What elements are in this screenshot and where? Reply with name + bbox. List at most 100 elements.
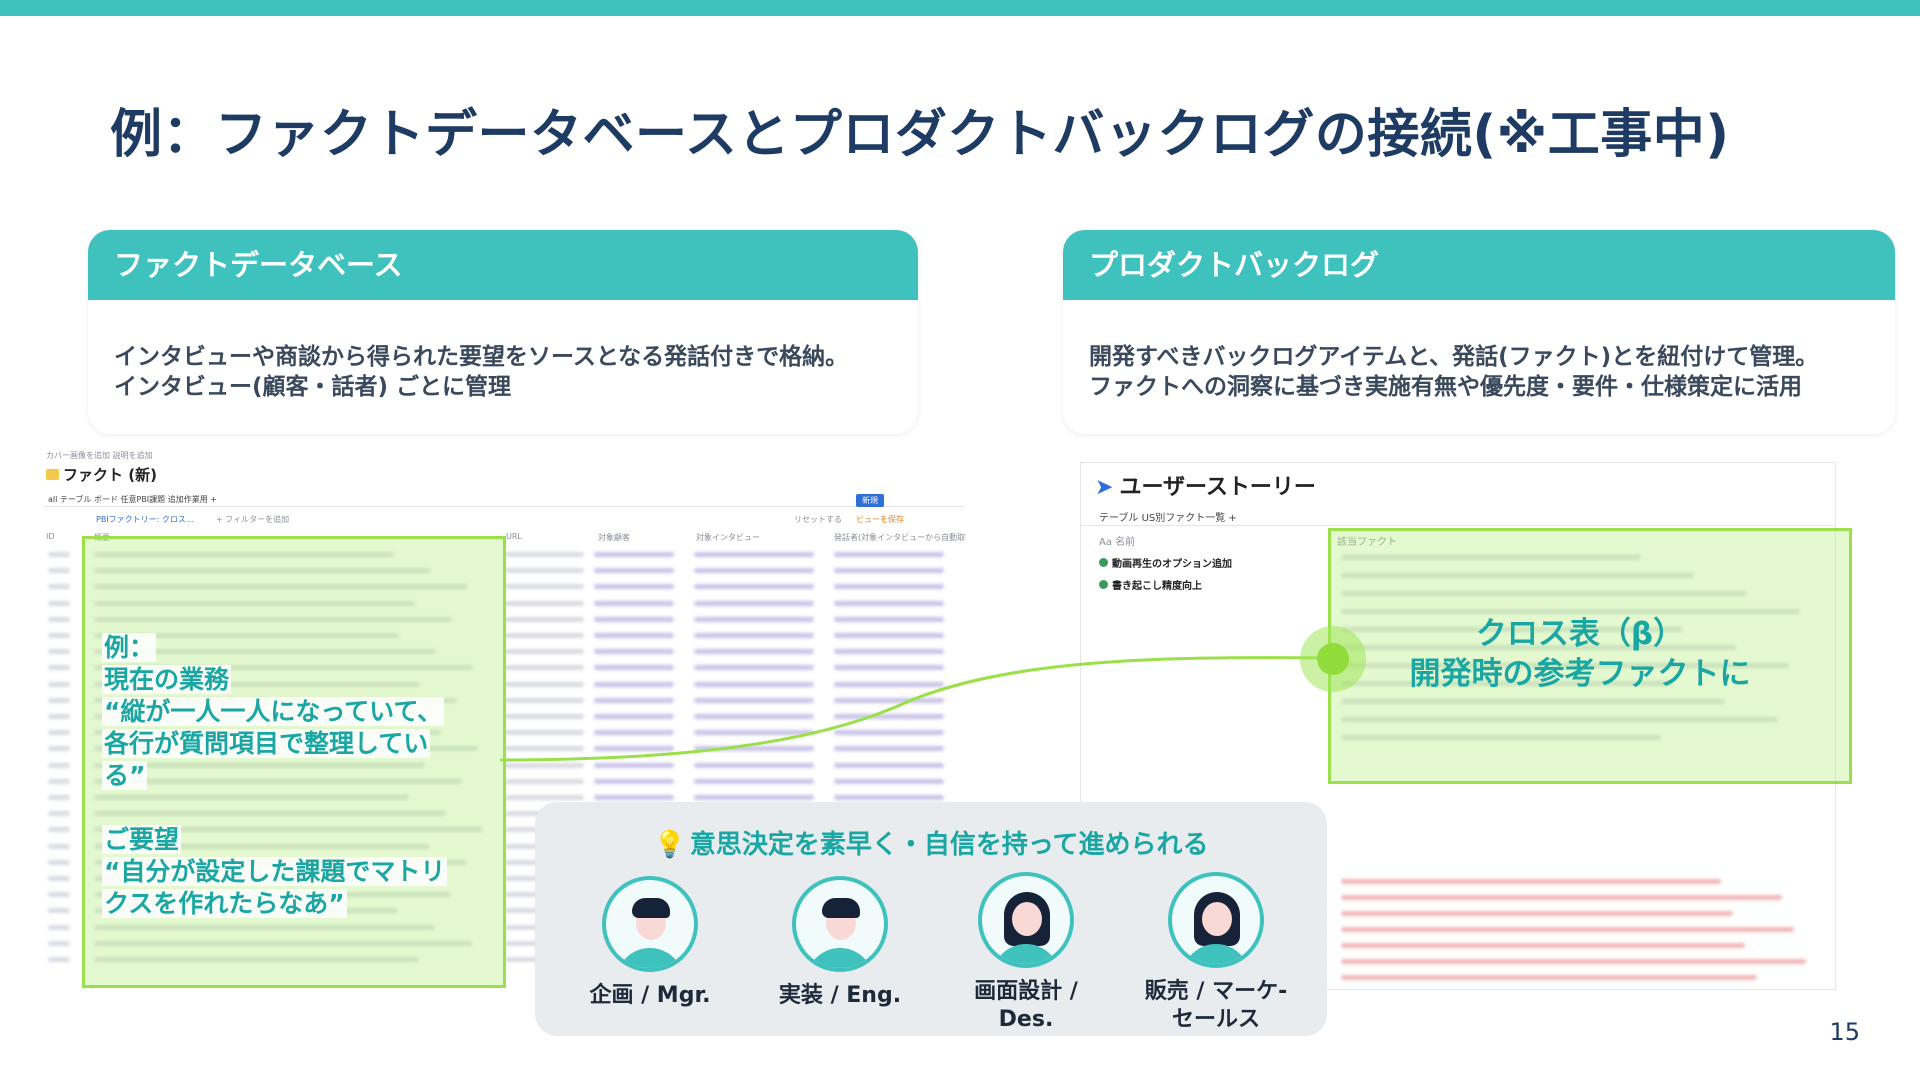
persona-panel-title: 💡意思決定を素早く・自信を持って進められる: [653, 830, 1209, 860]
db-page-title: ファクト (新): [46, 464, 157, 485]
table-row[interactable]: 書き起こし精度向上: [1099, 577, 1202, 592]
blurred-cell: [94, 616, 452, 622]
avatar: [978, 872, 1074, 968]
save-view-button[interactable]: ビューを保存: [856, 515, 904, 524]
card-description-line: インタビューや商談から得られた要望をソースとなる発話付きで格納。: [114, 344, 849, 370]
fact-database-card: ファクトデータベース インタビューや商談から得られた要望をソースとなる発話付きで…: [88, 230, 918, 434]
blurred-cell: [48, 859, 70, 865]
blurred-cell: [48, 827, 70, 833]
connector-dot: [1317, 643, 1349, 675]
blurred-fact: [1341, 573, 1694, 578]
table-row[interactable]: 動画再生のオプション追加: [1099, 555, 1232, 570]
blurred-cell: [48, 778, 70, 784]
blurred-fact: [1341, 681, 1672, 686]
blurred-cell: [594, 568, 674, 574]
blurred-cell: [94, 811, 446, 817]
blurred-cell: [48, 908, 70, 914]
blurred-fact: [1341, 699, 1725, 704]
blurred-fact: [1341, 735, 1661, 740]
blurred-cell: [504, 665, 584, 671]
folder-icon: [46, 469, 59, 480]
slide-title: 例：ファクトデータベースとプロダクトバックログの接続(※工事中): [110, 105, 1730, 165]
blurred-cell: [48, 552, 70, 557]
persona-panel: 💡意思決定を素早く・自信を持って進められる 企画 / Mgr. 実装 / Eng…: [535, 802, 1327, 1036]
blurred-cell: [834, 714, 944, 719]
top-accent-bar: [0, 0, 1920, 16]
column-header: 発話者(対象インタビューから自動取得): [834, 533, 966, 542]
blurred-cell: [834, 568, 944, 574]
blurred-cell: [594, 714, 674, 719]
cross-table-annotation: クロス表（β） 開発時の参考ファクトに: [1409, 616, 1751, 692]
blurred-cell: [48, 681, 70, 687]
blurred-cell: [48, 940, 70, 946]
blurred-cell: [94, 957, 419, 962]
blurred-cell: [834, 633, 944, 638]
blurred-fact: [1341, 927, 1794, 932]
column-header: URL: [506, 532, 522, 541]
product-backlog-card: プロダクトバックログ 開発すべきバックログアイテムと、発話(ファクト)とを紐付け…: [1063, 230, 1895, 434]
blurred-cell: [694, 649, 814, 655]
blurred-fact: [1341, 645, 1736, 650]
add-filter-button[interactable]: + フィルターを追加: [216, 515, 290, 524]
blurred-cell: [694, 762, 814, 768]
blurred-cell: [48, 957, 70, 962]
blurred-cell: [694, 568, 814, 574]
persona-sales: 販売 / マーケ- セールス: [1131, 872, 1301, 1034]
reset-button[interactable]: リセットする: [794, 515, 842, 524]
blurred-fact: [1341, 555, 1641, 560]
blurred-cell: [834, 730, 944, 736]
new-button[interactable]: 新規: [856, 494, 884, 507]
persona-label: 実装 / Eng.: [778, 983, 902, 1008]
blurred-cell: [504, 584, 584, 590]
user-story-tabs[interactable]: テーブル US別ファクト一覧 +: [1099, 513, 1237, 524]
blurred-cell: [504, 795, 584, 800]
blurred-cell: [48, 762, 70, 768]
avatar: [792, 876, 888, 972]
persona-label: 販売 / マーケ- セールス: [1144, 979, 1288, 1032]
blurred-fact: [1341, 591, 1747, 596]
blurred-cell: [694, 681, 814, 687]
blurred-cell: [504, 600, 584, 606]
blurred-cell: [834, 552, 944, 557]
blurred-cell: [94, 552, 394, 557]
blurred-cell: [594, 697, 674, 703]
blurred-cell: [504, 746, 584, 752]
blurred-cell: [94, 600, 415, 606]
blurred-cell: [48, 714, 70, 719]
blurred-cell: [48, 649, 70, 655]
blurred-cell: [94, 940, 472, 946]
blurred-cell: [504, 697, 584, 703]
blurred-cell: [48, 746, 70, 752]
blurred-cell: [694, 633, 814, 638]
blurred-cell: [504, 730, 584, 736]
blurred-fact: [1341, 975, 1757, 980]
blurred-cell: [94, 649, 436, 655]
blurred-cell: [694, 697, 814, 703]
column-header: 対象インタビュー: [696, 533, 760, 542]
blurred-cell: [834, 795, 944, 800]
blurred-cell: [834, 665, 944, 671]
blurred-fact: [1341, 943, 1745, 948]
card-description-line: ファクトへの洞察に基づき実施有無や優先度・要件・仕様策定に活用: [1089, 374, 1802, 400]
blurred-cell: [594, 616, 674, 622]
card-body: 開発すべきバックログアイテムと、発話(ファクト)とを紐付けて管理。 ファクトへの…: [1063, 300, 1895, 402]
blurred-cell: [694, 600, 814, 606]
blurred-cell: [48, 633, 70, 638]
blurred-cell: [94, 568, 431, 574]
blurred-fact: [1341, 879, 1721, 884]
blurred-cell: [594, 600, 674, 606]
blurred-cell: [504, 552, 584, 557]
blurred-cell: [48, 843, 70, 849]
blurred-cell: [504, 649, 584, 655]
blurred-cell: [594, 584, 674, 590]
card-header: プロダクトバックログ: [1063, 230, 1895, 300]
blurred-cell: [504, 568, 584, 574]
filter-chip[interactable]: PBIファクトリー: クロス...: [96, 515, 194, 524]
card-description-line: 開発すべきバックログアイテムと、発話(ファクト)とを紐付けて管理。: [1089, 344, 1819, 370]
blurred-cell: [694, 665, 814, 671]
request-annotation: ご要望 “自分が設定した課題でマトリ クスを作れたらなあ”: [102, 825, 448, 918]
blurred-cell: [48, 730, 70, 736]
page-top-links: カバー画像を追加 説明を追加: [46, 451, 153, 460]
db-view-tabs[interactable]: all テーブル ボード 任意PBI課題 追加作業用 +: [48, 495, 217, 504]
related-fact-header: 該当ファクト: [1337, 537, 1397, 548]
